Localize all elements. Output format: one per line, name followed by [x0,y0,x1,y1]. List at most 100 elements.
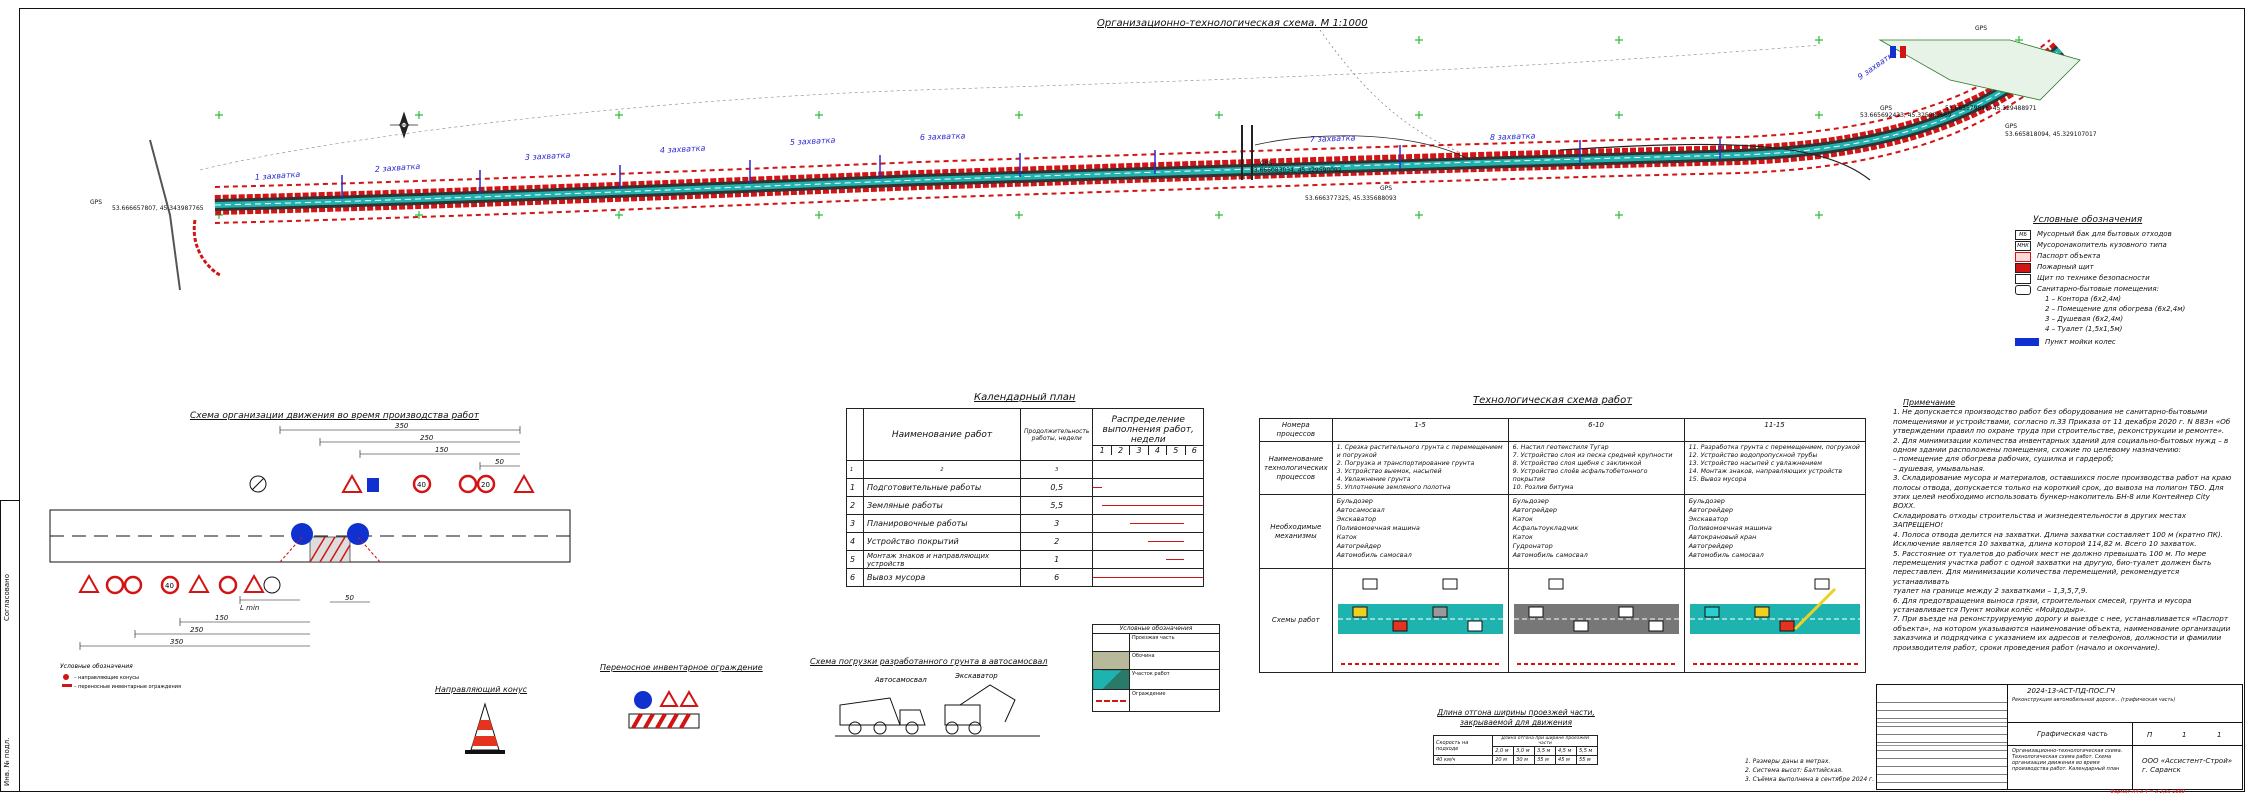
coordinate-grid [215,36,2023,219]
cal-work: Вывоз мусора [863,568,1021,587]
cal-dur: 0,5 [1019,478,1094,497]
width-val: 3,0 м [1513,746,1536,756]
stamp-section: Графическая часть [2037,730,2108,738]
work-scheme-diagram [1337,578,1503,665]
title-block: 2024-13-АСТ-ПД-ПОС.ГЧ Реконструкция авто… [1876,684,2243,790]
symbol-label: Ограждение [1129,689,1220,712]
dim-label: 50 [345,594,354,602]
loading-scheme: Автосамосвал Экскаватор [835,672,1040,737]
gantt-bar [1102,505,1203,506]
cal-work: Монтаж знаков и направляющих устройств [863,550,1021,569]
note-line: 7. При въезде на реконструируемую дорогу… [1893,614,2229,624]
length-val: 45 м [1555,755,1577,765]
map-legend-title: Условные обозначения [2033,215,2143,225]
week-cell: 3 [1130,445,1149,455]
passport-icon [2015,251,2031,262]
north-arrow-icon [390,111,418,139]
work-zone [309,536,351,563]
cal-dur: 2 [1019,532,1094,551]
fire-board-icon [2015,262,2031,273]
tech-names: 6. Настил геотекстиля Тугар 7. Устройств… [1507,441,1685,495]
road-signs-bottom: 40 [78,573,281,595]
gantt-bar [1129,523,1185,524]
gps-coord: 53.665579848, 45.329488971 [1945,105,2037,112]
note-line: – душевая, умывальная. [1893,463,1986,473]
width-table-title: Длина отгона ширины проезжей части, закр… [1437,708,1595,727]
dim-label: 50 [495,458,504,466]
zone-label: 3 захватка [525,151,571,162]
gps-coord: 53.666657807, 45.343987765 [112,205,204,212]
footnotes: 1. Размеры даны в метрах. 2. Система выс… [1745,757,1874,784]
cal-num: 4 [846,532,864,551]
traffic-scheme-title: Схема организации движения во время прои… [190,411,479,421]
dim-label: 250 [420,434,434,442]
cal-index: 3 [1019,460,1094,479]
stamp-org: ООО «Ассистент-Строй» г. Саранск [2142,757,2233,774]
week-cell: 5 [1167,445,1186,455]
gps-coord: 53.665692433, 45.325983669 [1860,112,1952,119]
gantt-bar [1165,559,1185,560]
traffic-cone-drawing [465,702,505,754]
symbol-label: Участок работ [1129,669,1220,690]
tech-names: 11. Разработка грунта с перемещением, по… [1683,441,1866,495]
gps-label: GPS [90,199,102,206]
legend-item: Щит по технике безопасности [2015,273,2230,284]
gps-label: GPS [1380,185,1392,192]
legend-label: Пожарный щит [2037,263,2094,271]
gps-coord: 53.666377325, 45.335688093 [1305,195,1397,202]
container-icon: МНК [2015,240,2031,251]
zone-label: 2 захватка [375,162,421,174]
note-line: переставлен. Для минимизации количества … [1893,567,2180,586]
cal-num: 5 [846,550,864,569]
dim-label: 250 [190,626,204,634]
note-line: 3. Складирование мусора и материалов, ос… [1893,473,2232,483]
legend-sub: 2 – Помещение для обогрева (6х2,4м) [2045,305,2186,313]
symbol-label: Обочина [1129,651,1220,670]
tech-h-processes: Номера процессов [1259,418,1333,442]
zone-label: 4 захватка [660,144,706,155]
road-alignment [214,39,2071,224]
dim-label: 350 [170,638,184,646]
note-line: 4. Полоса отвода делится на захватки. Дл… [1893,529,2223,539]
cal-index: 2 [863,460,1021,479]
zone-label: 7 захватка [1310,133,1356,144]
dim-label: 150 [435,446,449,454]
work-scheme-diagram [1513,578,1679,665]
traffic-legend-item: – направляющие конусы [74,675,139,681]
cal-header-duration: Продолжительность работы, недели [1019,408,1094,461]
tech-title: Технологическая схема работ [1473,395,1633,406]
legend-item: Паспорт объекта [2015,251,2230,262]
site-plan-map: 2 захватка 1 захватка 3 захватка 4 захва… [90,25,2097,291]
speed-val: 40 км/ч [1432,755,1494,765]
note-line: полосы отвода, допускается только на кор… [1893,482,2224,492]
length-val: 55 м [1575,755,1599,765]
cal-header-dist: Распределение выполнения работ, недели [1102,414,1194,445]
footnote: 2. Система высот: Балтийская. [1745,767,1844,774]
work-scheme-diagram [1689,578,1860,665]
vertical-label: Согласовано [3,573,11,621]
width-h2: Длина отгона при ширине проезжей части [1492,735,1598,747]
footnote: 3. Съёмка выполнена в сентябре 2024 г. [1745,776,1875,783]
note-line: помещениями и устройствами, согласно п.3… [1893,416,2231,426]
week-cell: 6 [1191,445,1197,455]
legend-label: Пункт мойки колес [2045,337,2116,346]
cone-marker [291,523,313,545]
trash-bin-icon: МБ [2015,229,2031,240]
road-signs-top: 40 20 [249,473,535,494]
note-line: устанавливается Пункт мойки колёс «Мойдо… [1893,604,2087,614]
note-line: Исключение является 10 захватка, длина к… [1893,539,2197,549]
calendar-title: Календарный план [974,392,1076,403]
stamp-sheet-title: Организационно-технологическая схема. Те… [2012,748,2123,772]
week-cell: 2 [1112,445,1131,455]
note-line: – помещение для обогрева рабочих, сушилк… [1893,454,2114,464]
gps-coord: 53.665818094, 45.329107017 [2005,131,2097,138]
symbols-legend: Условные обозначения Проезжая часть Обоч… [1092,624,1220,712]
dim-label: 350 [395,422,409,430]
cone-title: Направляющий конус [435,685,528,694]
barrier-drawing [628,689,700,729]
cal-index: 1 [846,460,864,479]
